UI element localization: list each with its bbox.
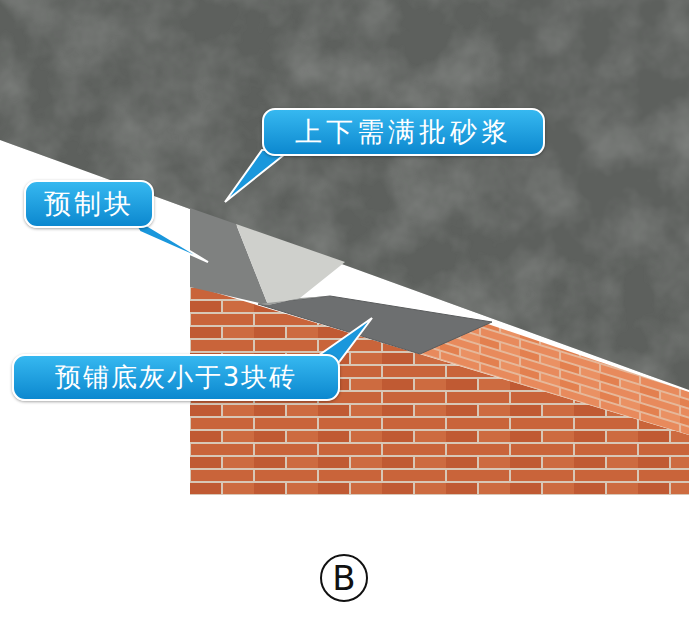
label-circle: B xyxy=(320,554,369,603)
callout-text: 上下需满批砂浆 xyxy=(280,116,527,148)
callout-text: 预铺底灰小于3块砖 xyxy=(30,362,322,393)
callout-box: 预制块 xyxy=(24,180,154,228)
precast-block-side xyxy=(236,224,345,305)
bedding-mortar xyxy=(258,296,492,354)
callout-text: B xyxy=(332,558,355,599)
precast-block-base xyxy=(258,296,330,305)
callout-box: 预铺底灰小于3块砖 xyxy=(12,354,340,401)
callout-box: 上下需满批砂浆 xyxy=(262,108,545,156)
callout-text: 预制块 xyxy=(42,188,136,220)
callout-tail xyxy=(225,150,290,202)
